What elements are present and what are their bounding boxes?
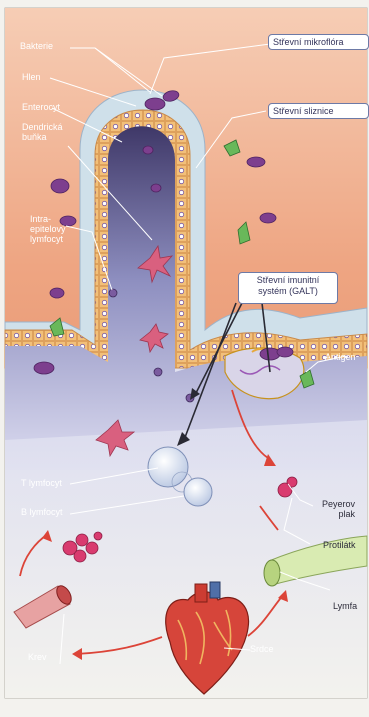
box-strevni-mikroflora: Střevní mikroflóra — [268, 34, 369, 50]
bacterium — [143, 146, 153, 154]
label-t-lymfocyt: T lymfocyt — [21, 478, 62, 488]
bacterium — [260, 348, 280, 360]
label-peyerovy-plaky: Peyerov plak — [322, 499, 355, 519]
label-antigen: Antigen — [325, 352, 356, 362]
label-srdce: Srdce — [250, 644, 274, 654]
label-enterocyt: Enterocyt — [22, 102, 60, 112]
box-strevni-sliznice: Střevní sliznice — [268, 103, 369, 119]
bacterium — [277, 347, 293, 357]
bacterium — [151, 184, 161, 192]
bacterium — [260, 213, 276, 223]
bacterium — [50, 288, 64, 298]
lymphocyte — [154, 368, 162, 376]
bacterium — [145, 98, 165, 110]
b-lymphocyte — [184, 478, 212, 506]
bacterium — [247, 157, 265, 167]
label-lymfa: Lymfa — [333, 601, 357, 611]
label-dendricka-bunka: Dendrická buňka — [22, 122, 63, 142]
label-hlen: Hlen — [22, 72, 41, 82]
label-krev: Krev — [28, 652, 47, 662]
bacterium — [51, 179, 69, 193]
box-galt: Střevní imunitní systém (GALT) — [238, 272, 338, 304]
label-bakterie: Bakterie — [20, 41, 53, 51]
label-protilatky: Protilátk — [323, 540, 356, 550]
label-intraepitelovy-lymfocyt: Intra- epitelový lymfocyt — [30, 214, 66, 244]
lymphocyte — [109, 289, 117, 297]
label-b-lymfocyt: B lymfocyt — [21, 507, 63, 517]
t-lymphocyte — [148, 447, 188, 487]
bacterium — [34, 362, 54, 374]
